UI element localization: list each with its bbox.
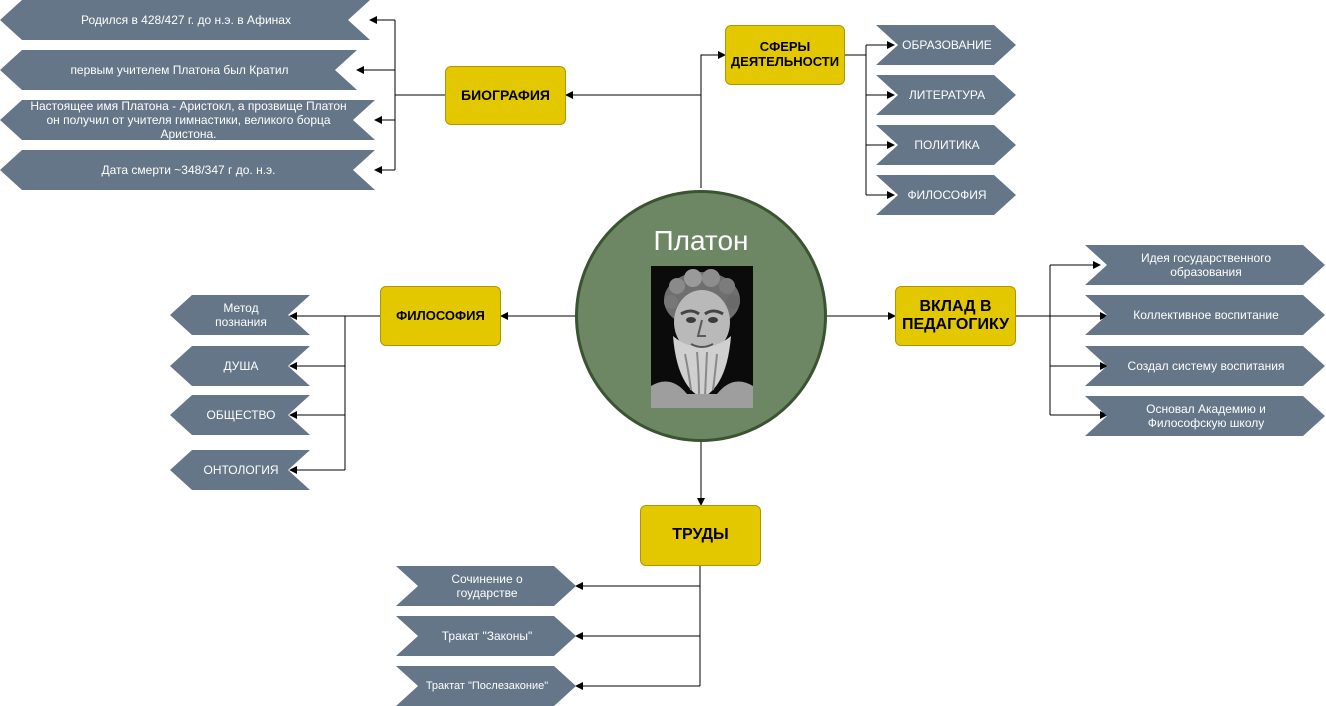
plato-bust-portrait-icon — [651, 266, 753, 408]
center-title: Платон — [653, 225, 749, 256]
biography-item: Родился в 428/427 г. до н.э. в Афинах — [0, 0, 370, 40]
philosophy-item: ОБЩЕСТВО — [170, 395, 310, 435]
sphere-item: ЛИТЕРАТУРА — [876, 75, 1016, 115]
spheres-node: СФЕРЫ ДЕЯТЕЛЬНОСТИ — [725, 25, 845, 85]
biography-item: Дата смерти ~348/347 г до. н.э. — [0, 150, 375, 190]
pedagogy-item: Основал Академию и Философскую школу — [1085, 396, 1325, 436]
philosophy-node: ФИЛОСОФИЯ — [380, 286, 501, 346]
pedagogy-item: Идея государственного образования — [1085, 245, 1325, 285]
philosophy-item: ДУША — [170, 346, 310, 386]
biography-item: Настоящее имя Платона - Аристокл, а проз… — [0, 100, 375, 140]
works-item: Сочинение о гоударстве — [396, 566, 576, 606]
biography-node: БИОГРАФИЯ — [445, 66, 566, 125]
pedagogy-item: Коллективное воспитание — [1085, 295, 1325, 335]
philosophy-item: Метод познания — [170, 295, 310, 335]
works-item: Трактат "Послезаконие" — [396, 666, 576, 706]
pedagogy-node: ВКЛАД В ПЕДАГОГИКУ — [895, 286, 1016, 346]
sphere-item: ОБРАЗОВАНИЕ — [876, 25, 1016, 65]
philosophy-item: ОНТОЛОГИЯ — [170, 450, 310, 490]
works-item: Тракат "Законы" — [396, 616, 576, 656]
works-node: ТРУДЫ — [640, 505, 761, 566]
center-node: Платон — [575, 190, 827, 442]
pedagogy-item: Создал систему воспитания — [1085, 346, 1325, 386]
biography-item: первым учителем Платона был Кратил — [0, 50, 357, 90]
sphere-item: ПОЛИТИКА — [876, 125, 1016, 165]
sphere-item: ФИЛОСОФИЯ — [876, 175, 1016, 215]
